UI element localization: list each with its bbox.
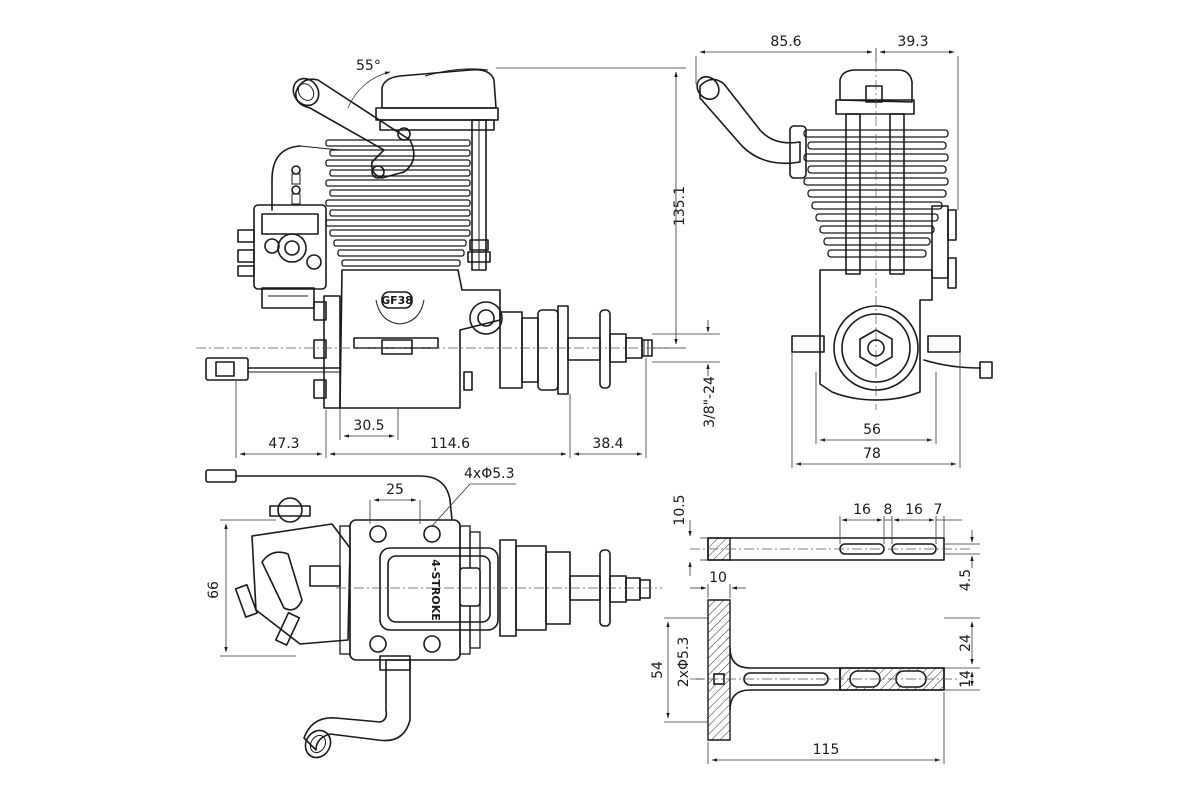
dim-16b: 16 [905, 502, 923, 518]
dim-114-6: 114.6 [430, 436, 470, 452]
mount-bracket-top [690, 537, 972, 561]
crankcase: GF38 [313, 269, 503, 409]
top-view-dimensions: 25 4xΦ5.3 66 [206, 466, 516, 657]
side-view: GF38 [196, 68, 668, 409]
dim-135-1: 135.1 [672, 186, 688, 226]
exhaust-pipe [292, 77, 415, 179]
body-fins [339, 525, 481, 655]
front-view-dimensions: 85.6 39.3 56 78 [695, 34, 961, 468]
dim-115: 115 [813, 742, 840, 758]
carburettor [237, 204, 327, 309]
dim-30-5: 30.5 [353, 418, 384, 434]
side-view-dimensions: 55° 135.1 30.5 47.3 114.6 38.4 3/8"-24 [235, 58, 720, 458]
dim-7: 7 [934, 502, 943, 518]
dim-16a: 16 [853, 502, 871, 518]
dim-24: 24 [958, 634, 974, 652]
mount-bracket-side [690, 599, 960, 741]
dim-39-3: 39.3 [897, 34, 928, 50]
bracket-dimensions: 10.5 16 8 16 7 4.5 10 54 2xΦ5.3 [650, 494, 980, 764]
front-view [696, 62, 993, 410]
cover-mark: 4-STROKE [429, 559, 442, 621]
crankcase-mark: GF38 [381, 294, 413, 307]
dim-4-5: 4.5 [958, 569, 974, 591]
dim-8: 8 [884, 502, 893, 518]
dim-56: 56 [863, 422, 881, 438]
dim-10: 10 [709, 570, 727, 586]
top-view: 4-STROKE [205, 469, 662, 759]
dim-66: 66 [206, 581, 222, 599]
dim-38-4: 38.4 [592, 436, 623, 452]
dim-47-3: 47.3 [268, 436, 299, 452]
dim-holes-2x: 2xΦ5.3 [676, 637, 692, 687]
dim-holes-4x: 4xΦ5.3 [464, 466, 514, 482]
dim-angle-55: 55° [356, 58, 381, 74]
cylinder-fins [325, 139, 471, 267]
dim-85-6: 85.6 [770, 34, 801, 50]
dim-thread: 3/8"-24 [702, 376, 718, 428]
dim-54: 54 [650, 661, 666, 679]
dim-14: 14 [958, 670, 974, 688]
dim-78: 78 [863, 446, 881, 462]
dim-25: 25 [386, 482, 404, 498]
prop-hub [499, 305, 653, 395]
dim-10-5: 10.5 [672, 494, 688, 525]
